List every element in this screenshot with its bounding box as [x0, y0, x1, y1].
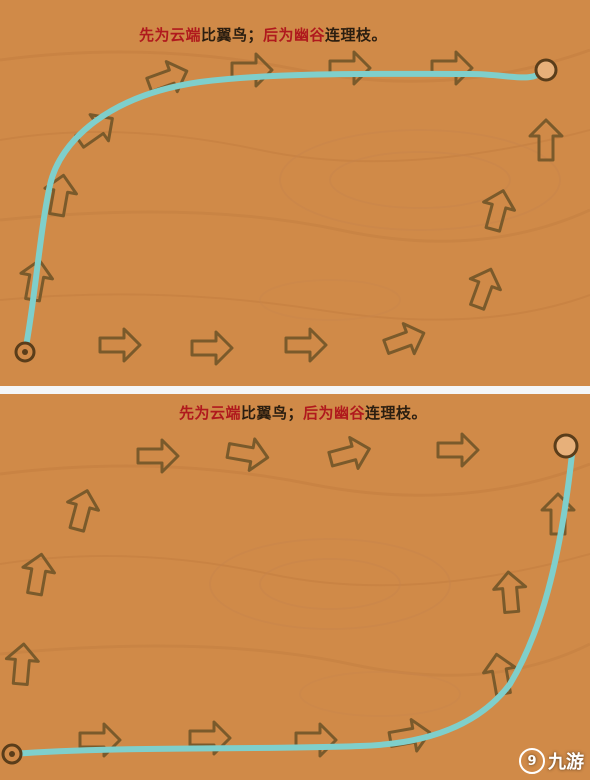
- caption-black-part-2: 连理枝。: [365, 404, 428, 422]
- traced-path-line: [22, 67, 549, 355]
- panel-caption: 先为云端比翼鸟；后为幽谷连理枝。: [8, 402, 590, 423]
- panel-caption: 先为云端比翼鸟；后为幽谷连理枝。: [0, 24, 558, 45]
- hollow-arrow-icon: [492, 570, 528, 615]
- hollow-arrow-icon: [136, 438, 180, 474]
- hollow-arrow-icon: [98, 327, 142, 363]
- caption-black-part-1: 比翼鸟: [200, 26, 248, 44]
- hollow-arrow-icon: [43, 173, 78, 218]
- hollow-arrow-icon: [382, 322, 426, 356]
- hollow-arrow-icon: [528, 118, 564, 162]
- caption-red-part-1: 先为云端: [138, 26, 201, 44]
- puzzle-panel-bottom[interactable]: 先为云端比翼鸟；后为幽谷连理枝。: [0, 394, 590, 780]
- start-circle-icon[interactable]: [14, 341, 36, 363]
- hollow-arrow-icon: [327, 436, 371, 470]
- watermark-text: 九游: [548, 752, 584, 773]
- caption-black-part-1: 比翼鸟: [240, 404, 288, 422]
- start-circle-icon[interactable]: [1, 743, 23, 765]
- end-circle-icon[interactable]: [553, 433, 579, 459]
- hollow-arrow-icon: [4, 642, 40, 687]
- jiuyou-logo-icon: 9: [519, 748, 545, 774]
- hollow-arrow-icon: [225, 437, 270, 472]
- traced-path-line: [9, 451, 575, 757]
- caption-red-part-2: 后为幽谷: [263, 26, 326, 44]
- wood-background: [0, 0, 590, 386]
- hollow-arrow-icon: [482, 189, 516, 233]
- hollow-arrow-icon: [284, 327, 328, 363]
- watermark: 9 九游: [519, 748, 584, 774]
- hollow-arrow-icon: [436, 432, 480, 468]
- wood-board-top[interactable]: [0, 0, 590, 386]
- wood-board-bottom[interactable]: [0, 394, 590, 780]
- end-circle-icon[interactable]: [534, 58, 558, 82]
- puzzle-panel-top[interactable]: 先为云端比翼鸟；后为幽谷连理枝。: [0, 0, 590, 386]
- caption-red-part-1: 先为云端: [178, 404, 241, 422]
- hollow-arrow-icon: [19, 258, 54, 303]
- hollow-arrow-icon: [66, 489, 100, 533]
- caption-red-part-2: 后为幽谷: [303, 404, 366, 422]
- hollow-arrow-icon: [190, 330, 234, 366]
- hollow-arrow-icon: [468, 267, 502, 311]
- panel-divider: [0, 386, 590, 394]
- caption-separator: ；: [287, 404, 303, 422]
- caption-separator: ；: [247, 26, 263, 44]
- wood-background: [0, 394, 590, 780]
- hollow-arrow-icon: [21, 552, 56, 597]
- caption-black-part-2: 连理枝。: [325, 26, 388, 44]
